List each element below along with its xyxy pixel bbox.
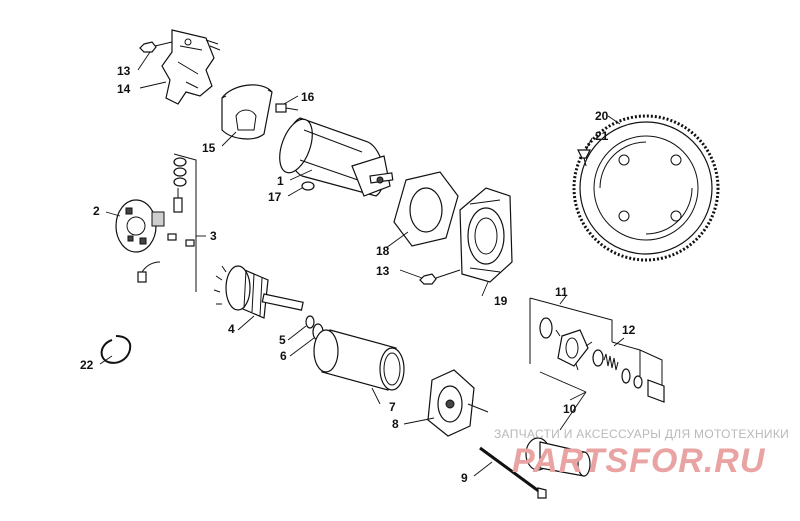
watermark-text: ЗАПЧАСТИ И АКСЕССУАРЫ ДЛЯ МОТОТЕХНИКИ: [494, 427, 789, 441]
callout-12: 12: [622, 323, 636, 337]
brush-holder-2: [115, 199, 165, 253]
spring-and-collar-12: [592, 349, 665, 403]
callout-5: 5: [279, 333, 286, 347]
callout-2: 2: [93, 204, 100, 218]
callout-13-lower: 13: [376, 264, 390, 278]
watermark-logo: PARTSFOR.RU: [512, 442, 766, 480]
brush-set-3: [137, 153, 197, 292]
ring-gear-20: [572, 114, 720, 262]
magnet-part: [221, 84, 273, 140]
callout-4: 4: [228, 322, 235, 336]
callout-10: 10: [563, 402, 577, 416]
callout-20: 20: [595, 109, 609, 123]
drive-gear-10: [525, 437, 591, 477]
end-cover-8: [427, 369, 489, 437]
callout-9: 9: [461, 471, 468, 485]
callout-17: 17: [268, 190, 282, 204]
callout-13-top: 13: [117, 64, 131, 78]
callout-19: 19: [494, 294, 508, 308]
clip-11: [539, 317, 553, 339]
screw-16: [275, 103, 299, 113]
callout-18: 18: [376, 244, 390, 258]
mounting-plate-19: [459, 187, 513, 283]
washer-5: [305, 315, 315, 329]
pinion-group-frame: [529, 297, 663, 392]
pinion-gear-11: [555, 329, 593, 371]
circlip-22: [100, 335, 132, 364]
housing-7: [313, 329, 405, 391]
callout-11: 11: [555, 285, 568, 299]
callout-7: 7: [389, 400, 396, 414]
starter-motor: [279, 117, 394, 197]
callout-1: 1: [277, 174, 284, 188]
gasket-18: [393, 171, 459, 247]
callout-14: 14: [117, 82, 131, 96]
nut-17: [301, 181, 315, 191]
bolt-13-lower: [419, 269, 461, 285]
armature-4: [213, 265, 304, 319]
callout-6: 6: [280, 349, 287, 363]
callout-16: 16: [301, 90, 315, 104]
through-bolt-9: [479, 446, 547, 499]
screw-21: [577, 149, 591, 167]
bolt-13-top: [139, 41, 173, 53]
callout-21: 21: [595, 129, 609, 143]
callout-8: 8: [392, 417, 399, 431]
callout-15: 15: [202, 141, 216, 155]
bracket-part: [161, 29, 221, 105]
callout-22: 22: [80, 358, 94, 372]
callout-3: 3: [210, 229, 217, 243]
